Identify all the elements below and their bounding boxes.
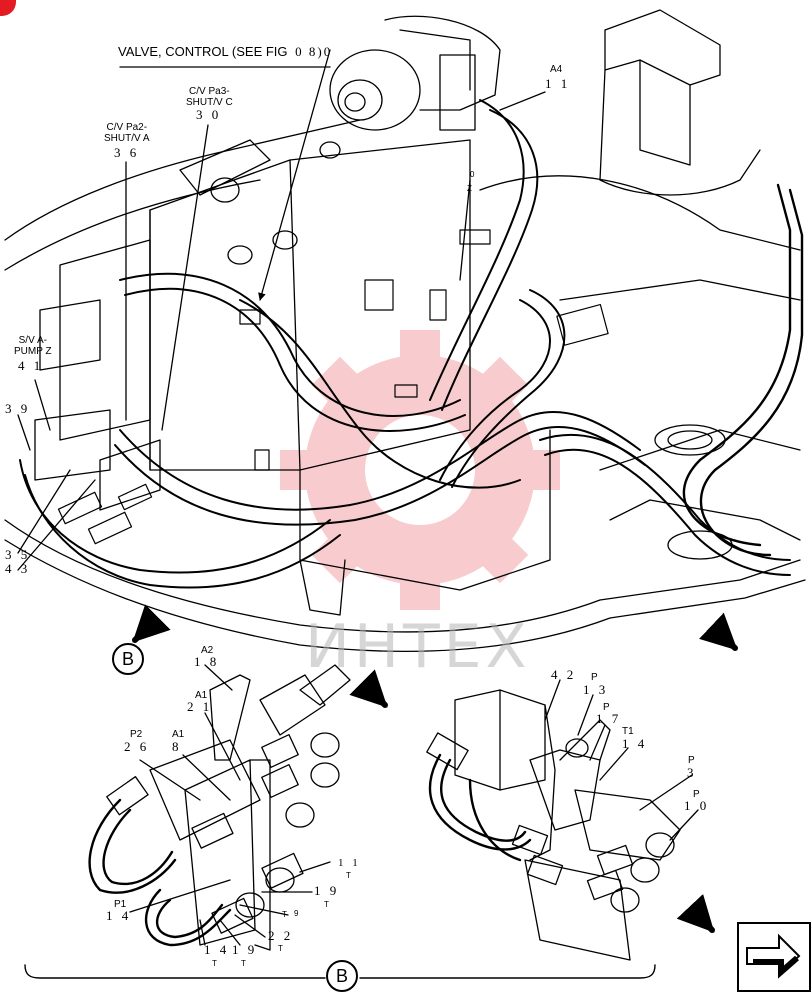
detail-right-t1-label: T1 xyxy=(622,726,634,737)
detail-left-p2-number: 2 6 xyxy=(124,739,150,754)
callout-pa2-line2: SHUT/V A xyxy=(104,133,150,144)
callout-pa3-line1: C/V Pa3- xyxy=(189,86,230,97)
callout-43-number: 4 3 xyxy=(5,561,31,576)
callout-pa2-label: C/V Pa2- SHUT/V A xyxy=(104,122,150,144)
detail-right-p13-number: 1 3 xyxy=(583,682,609,697)
detail-left-t9-label: T xyxy=(282,910,287,919)
callout-pa2-number: 3 6 xyxy=(114,145,140,160)
valve-control-reference[interactable]: VALVE, CONTROL (SEE FIG 0 8)0 xyxy=(118,44,332,60)
view-marker-b-bottom[interactable]: B xyxy=(326,960,358,992)
callout-sva-label: S/V A- PUMP Z xyxy=(14,335,52,357)
detail-left-a1b-label: A1 xyxy=(172,729,185,740)
detail-left-a1b-number: 8 xyxy=(172,739,182,754)
view-marker-b[interactable]: B xyxy=(112,643,144,675)
detail-left-p2-label: P2 xyxy=(130,729,143,740)
callout-z-number: 0 xyxy=(470,170,475,179)
detail-left-t14-number: 1 4 xyxy=(204,942,230,957)
detail-left-t19b-number: 1 9 xyxy=(232,942,258,957)
callout-pa3-number: 3 0 xyxy=(196,107,222,122)
detail-left-a1a-label: A1 xyxy=(195,690,208,701)
detail-right-p3-label: P xyxy=(688,755,695,766)
detail-left-a1a-number: 2 1 xyxy=(187,699,213,714)
reference-title: VALVE, CONTROL (SEE FIG xyxy=(118,44,288,59)
detail-right-p13-label: P xyxy=(591,672,598,683)
detail-right-p10-number: 1 0 xyxy=(684,798,710,813)
detail-left-p1-number: 1 4 xyxy=(106,908,132,923)
watermark-gear-icon xyxy=(280,330,560,610)
detail-right-t1-number: 1 4 xyxy=(622,736,648,751)
detail-right-p10-label: P xyxy=(693,789,700,800)
detail-left-t19a-number: 1 9 xyxy=(314,883,340,898)
callout-sva-number: 4 1 xyxy=(18,358,44,373)
detail-left-a2-label: A2 xyxy=(201,645,214,656)
detail-left-t11-label: T xyxy=(346,871,351,880)
detail-right-p17-label: P xyxy=(603,702,610,713)
callout-pa3-label: C/V Pa3- SHUT/V C xyxy=(186,86,233,108)
callout-sva-line2: PUMP Z xyxy=(14,346,52,357)
detail-right-p17-number: 1 7 xyxy=(596,711,622,726)
reference-number: 0 8)0 xyxy=(295,44,333,59)
detail-left-t19b-label: T xyxy=(241,959,246,968)
detail-left-t19a-label: T xyxy=(324,900,329,909)
callout-a4-label: A4 xyxy=(550,64,563,75)
detail-left-t22-label: T xyxy=(278,944,283,953)
detail-right-42-number: 4 2 xyxy=(551,667,577,682)
next-view-arrow-icon[interactable] xyxy=(737,922,809,990)
detail-left-t11-number: 1 1 xyxy=(338,857,361,869)
detail-right-p3-number: 3 xyxy=(687,765,697,780)
callout-39-number: 3 9 xyxy=(5,401,31,416)
callout-35-number: 3 5 xyxy=(5,547,31,562)
callout-sva-line1: S/V A- xyxy=(18,335,47,346)
callout-z-label: Z xyxy=(467,184,472,193)
detail-left-p1-label: P1 xyxy=(114,899,127,910)
detail-left-a2-number: 1 8 xyxy=(194,654,220,669)
callout-pa2-line1: C/V Pa2- xyxy=(106,122,148,133)
watermark-text: ИНТЕХ xyxy=(305,612,531,682)
detail-left-t9-number: 9 xyxy=(294,909,299,918)
callout-pa3-line2: SHUT/V C xyxy=(186,97,233,108)
callout-a4-number: 1 1 xyxy=(545,76,571,91)
detail-left-t14-label: T xyxy=(212,959,217,968)
detail-left-t22-number: 2 2 xyxy=(268,928,294,943)
